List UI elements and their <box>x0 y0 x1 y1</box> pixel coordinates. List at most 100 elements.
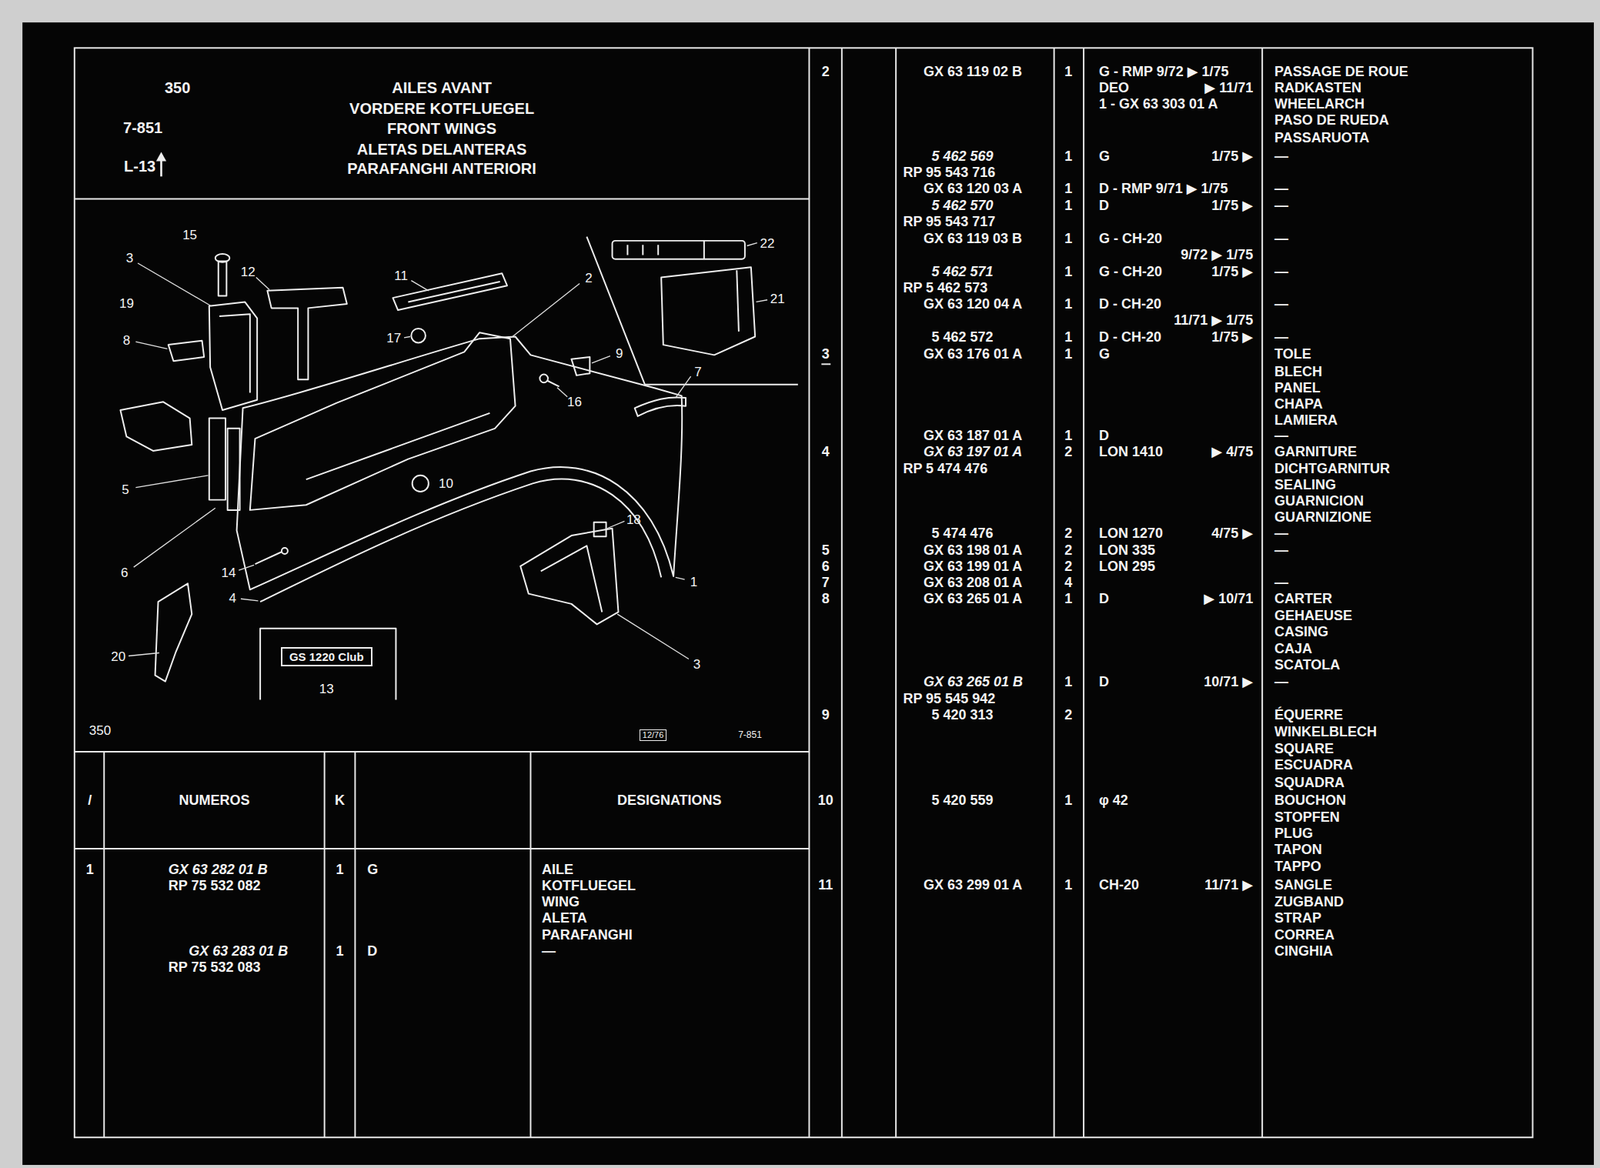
table-cell: 1 <box>1064 264 1073 279</box>
table-cell: 4 <box>1064 575 1073 590</box>
table-cell: TOLE <box>1274 347 1312 361</box>
table-cell: — <box>1274 198 1289 213</box>
table-cell: GX 63 265 01 B <box>923 674 1023 689</box>
table-cell: GX 63 199 01 A <box>923 559 1023 574</box>
table-cell: CHAPA <box>1274 397 1323 411</box>
table-cell: 1 <box>86 862 94 877</box>
table-cell: PASO DE RUEDA <box>1274 113 1390 127</box>
callout-number: 3 <box>693 658 701 672</box>
table-cell: STOPFEN <box>1274 810 1340 825</box>
leader-lines <box>128 243 768 660</box>
table-cell: — <box>1274 149 1289 164</box>
table-cell: ▶ 10/71 <box>1203 591 1253 606</box>
heading-text: AILES AVANT <box>391 80 492 96</box>
table-cell: 9/72 ▶ 1/75 <box>1180 247 1253 262</box>
table-cell: SANGLE <box>1274 878 1333 892</box>
heading-text: PARAFANGHI ANTERIORI <box>347 160 537 177</box>
table-cell: D - CH-20 <box>1098 330 1162 345</box>
table-cell: 5 462 571 <box>931 264 994 279</box>
table-cell: CH-20 <box>1098 878 1140 892</box>
table-cell: 1 <box>336 944 345 959</box>
table-cell: ÉQUERRE <box>1274 708 1343 722</box>
table-cell: TAPPO <box>1274 859 1322 874</box>
table-cell: LON 1410 <box>1098 444 1163 459</box>
table-cell: GX 63 197 01 A <box>923 444 1023 459</box>
table-cell: RP 75 532 083 <box>168 960 261 975</box>
table-cell: 1/75 ▶ <box>1211 264 1253 279</box>
table-cell: 5 462 569 <box>931 149 994 164</box>
table-cell: GX 63 119 02 B <box>923 64 1023 79</box>
wing-drawing <box>120 237 798 701</box>
table-cell: 1 <box>1064 330 1073 345</box>
table-cell: — <box>1274 674 1289 689</box>
table-cell: D <box>1098 674 1109 689</box>
table-cell: LON 335 <box>1098 543 1156 558</box>
table-cell: GX 63 265 01 A <box>923 591 1023 606</box>
table-cell: RP 5 462 573 <box>902 280 988 295</box>
table-cell: 1 <box>1064 347 1073 361</box>
table-cell: — <box>1274 231 1289 246</box>
table-cell: 4 <box>821 444 830 459</box>
table-cell: G <box>1098 149 1110 164</box>
table-cell: — <box>1274 297 1289 311</box>
plate-code: 7-851 <box>738 730 762 740</box>
callout-number: 5 <box>121 483 129 497</box>
table-cell: CAJA <box>1274 641 1313 656</box>
table-cell: 1 <box>1064 64 1073 79</box>
table-cell: ▶ 4/75 <box>1211 444 1253 459</box>
table-cell: 2 <box>1064 559 1073 574</box>
table-cell: SCATOLA <box>1274 658 1340 672</box>
callout-number: 19 <box>119 296 134 310</box>
table-cell: 1 <box>1064 231 1073 246</box>
table-cell: 5 420 559 <box>931 793 994 808</box>
header-block: 3507-851L-13AILES AVANTVORDERE KOTFLUEGE… <box>74 47 810 199</box>
table-cell: — <box>1274 264 1289 279</box>
callout-number: 350 <box>89 724 111 738</box>
table-cell: CINGHIA <box>1274 944 1333 959</box>
table-cell: GX 63 198 01 A <box>923 543 1023 558</box>
table-cell: 1/75 ▶ <box>1211 330 1253 345</box>
heading-text: FRONT WINGS <box>387 120 497 137</box>
table-cell: — <box>1274 575 1289 590</box>
callout-number: 21 <box>770 292 785 306</box>
table-cell: G - RMP 9/72 ▶ 1/75 <box>1098 64 1230 79</box>
model-plate: GS 1220 Club <box>280 647 373 667</box>
table-cell: GX 63 282 01 B <box>168 862 268 877</box>
table-cell: — <box>541 944 556 959</box>
table-cell: ALETA <box>541 911 588 926</box>
table-cell: GX 63 176 01 A <box>923 347 1023 361</box>
callout-number: 8 <box>123 333 131 347</box>
table-cell: — <box>1274 181 1289 196</box>
table-cell: 2 <box>821 64 830 79</box>
table-cell: NUMEROS <box>178 793 250 808</box>
table-cell: RP 95 543 716 <box>902 165 996 180</box>
table-cell: 2 <box>1064 526 1073 541</box>
table-cell: 1 <box>1064 181 1073 196</box>
table-cell: PLUG <box>1274 826 1313 841</box>
table-cell: 8 <box>821 591 830 606</box>
table-cell: 3 <box>821 347 830 361</box>
callout-number: 9 <box>615 346 623 360</box>
date-stamp: 12/76 <box>639 729 668 742</box>
table-cell: 2 <box>1064 708 1073 722</box>
table-cell: 1/75 ▶ <box>1211 198 1253 213</box>
table-cell: GX 63 119 03 B <box>923 231 1023 246</box>
table-cell: GARNITURE <box>1274 444 1357 459</box>
callout-number: 22 <box>760 236 775 250</box>
callout-number: 6 <box>120 565 128 579</box>
table-cell: 1 <box>1064 793 1073 808</box>
table-cell: D <box>1098 591 1109 606</box>
table-cell: GX 63 187 01 A <box>923 428 1023 443</box>
table-frame <box>74 47 1534 1138</box>
table-cell: 1 <box>336 862 345 877</box>
table-cell: D - RMP 9/71 ▶ 1/75 <box>1098 181 1229 196</box>
callout-number: 17 <box>386 330 401 345</box>
callout-number: 1 <box>690 574 698 588</box>
table-cell: 1 <box>1064 297 1073 311</box>
table-cell: G <box>1098 347 1110 361</box>
callout-number: 14 <box>221 565 237 579</box>
table-cell: 9 <box>821 708 830 722</box>
table-cell: φ 42 <box>1098 793 1129 808</box>
table-cell: 2 <box>1064 444 1073 459</box>
